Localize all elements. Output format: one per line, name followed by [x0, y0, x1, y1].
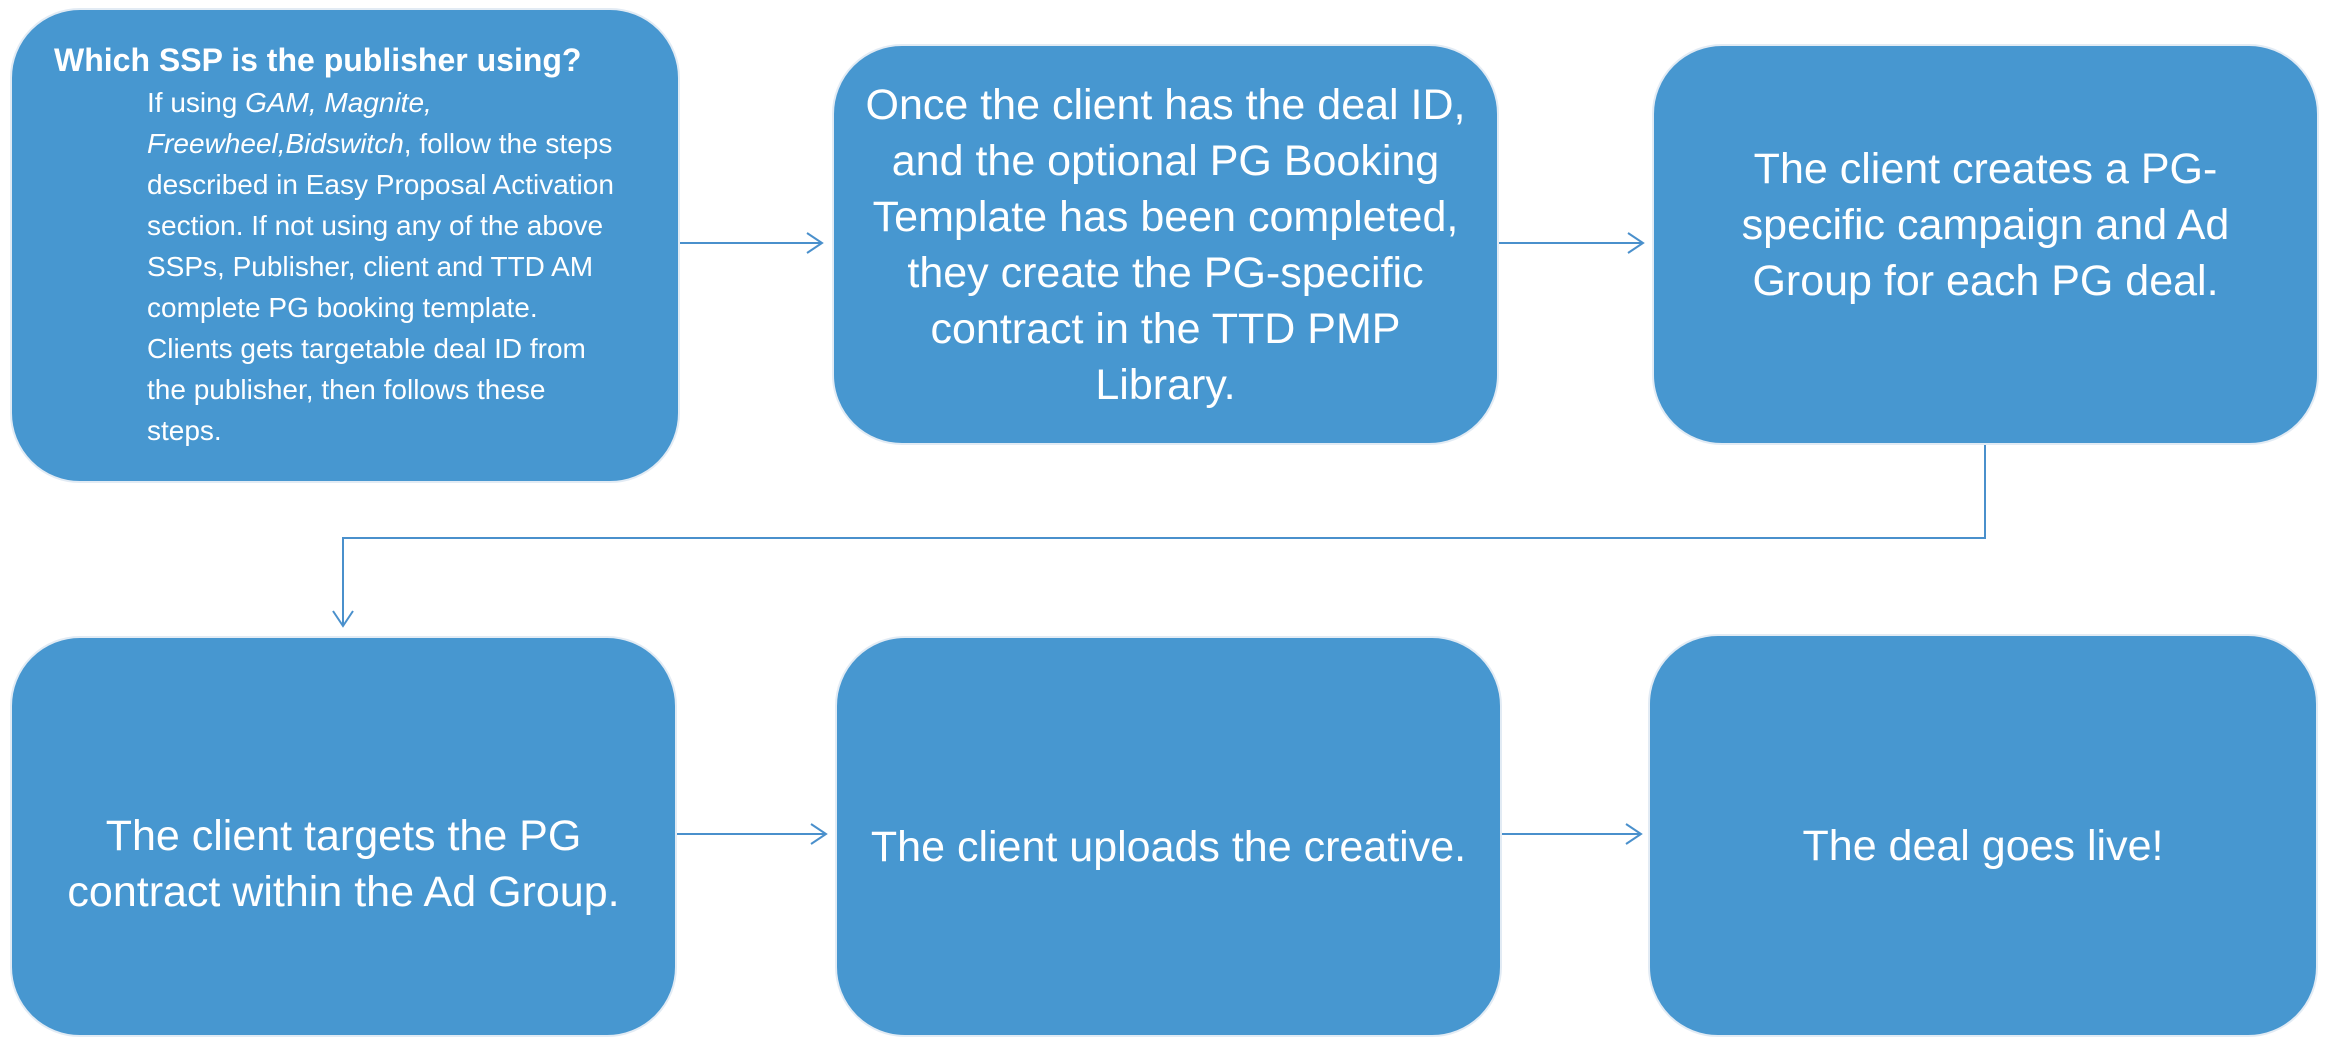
- arrow-step1-to-step2: [680, 232, 824, 254]
- step-1-body-rest: , follow the steps described in Easy Pro…: [147, 128, 614, 446]
- step-4-box: The client targets the PG contract withi…: [10, 636, 677, 1037]
- arrow-step5-to-step6: [1502, 823, 1643, 845]
- step-1-body-prefix: If using: [147, 87, 246, 118]
- step-1-body: If using GAM, Magnite, Freewheel,Bidswit…: [147, 82, 617, 451]
- step-2-text: Once the client has the deal ID, and the…: [865, 80, 1466, 409]
- step-1-box: Which SSP is the publisher using? If usi…: [10, 8, 680, 483]
- step-3-text: The client creates a PG-specific campaig…: [1741, 144, 2230, 305]
- step-1-title: Which SSP is the publisher using?: [54, 42, 582, 78]
- step-2-box: Once the client has the deal ID, and the…: [832, 44, 1499, 445]
- step-5-text: The client uploads the creative.: [870, 822, 1467, 871]
- step-4-text: The client targets the PG contract withi…: [67, 812, 620, 916]
- step-6-text: The deal goes live!: [1802, 821, 2164, 870]
- arrow-step2-to-step3: [1499, 232, 1645, 254]
- step-5-box: The client uploads the creative.: [835, 636, 1502, 1037]
- arrow-step4-to-step5: [677, 823, 828, 845]
- step-3-box: The client creates a PG-specific campaig…: [1652, 44, 2319, 445]
- step-1-body-ssps: GAM, Magnite, Freewheel,Bidswitch: [147, 87, 432, 159]
- step-6-box: The deal goes live!: [1648, 634, 2318, 1037]
